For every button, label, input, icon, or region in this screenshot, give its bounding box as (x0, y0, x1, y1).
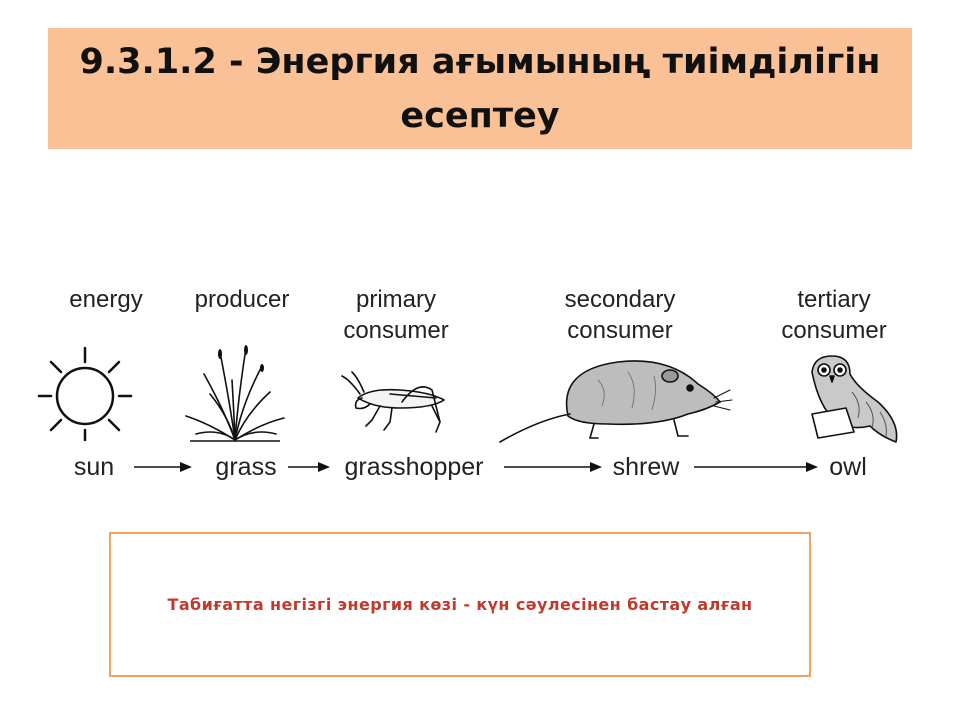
name-sun: sun (73, 453, 115, 481)
grasshopper-icon (341, 371, 445, 433)
role-tertiary: tertiary consumer (781, 284, 886, 346)
slide-title: 9.3.1.2 - Энергия ағымының тиімділігін е… (79, 41, 881, 136)
arrow-grass-to-grasshopper (288, 462, 330, 472)
arrow-sun-to-grass (134, 462, 192, 472)
role-primary-line1: primary (355, 286, 436, 313)
note-box: Табиғатта негізгі энергия көзі - күн сәу… (109, 532, 811, 677)
role-primary: primary consumer (343, 284, 448, 346)
role-energy: energy (69, 286, 143, 313)
owl-icon (811, 355, 898, 443)
shrew-icon (499, 360, 733, 443)
note-text: Табиғатта негізгі энергия көзі - күн сәу… (167, 595, 753, 614)
grass-icon (185, 345, 285, 442)
role-producer: producer (194, 286, 290, 313)
role-tertiary-line1: tertiary (797, 286, 871, 313)
name-grasshopper: grasshopper (344, 453, 484, 481)
role-secondary: secondary consumer (565, 284, 676, 346)
sun-icon (37, 346, 133, 442)
arrow-shrew-to-owl (694, 462, 818, 472)
title-banner: 9.3.1.2 - Энергия ағымының тиімділігін е… (48, 28, 912, 149)
name-owl: owl (829, 453, 867, 481)
role-primary-line2: consumer (343, 317, 449, 344)
name-shrew: shrew (612, 453, 680, 481)
role-secondary-line1: secondary (564, 286, 676, 313)
name-grass: grass (215, 453, 277, 481)
arrow-grasshopper-to-shrew (504, 462, 602, 472)
role-secondary-line2: consumer (567, 317, 673, 344)
food-chain-diagram: energy producer primary consumer seconda… (0, 270, 960, 500)
role-tertiary-line2: consumer (781, 317, 887, 344)
